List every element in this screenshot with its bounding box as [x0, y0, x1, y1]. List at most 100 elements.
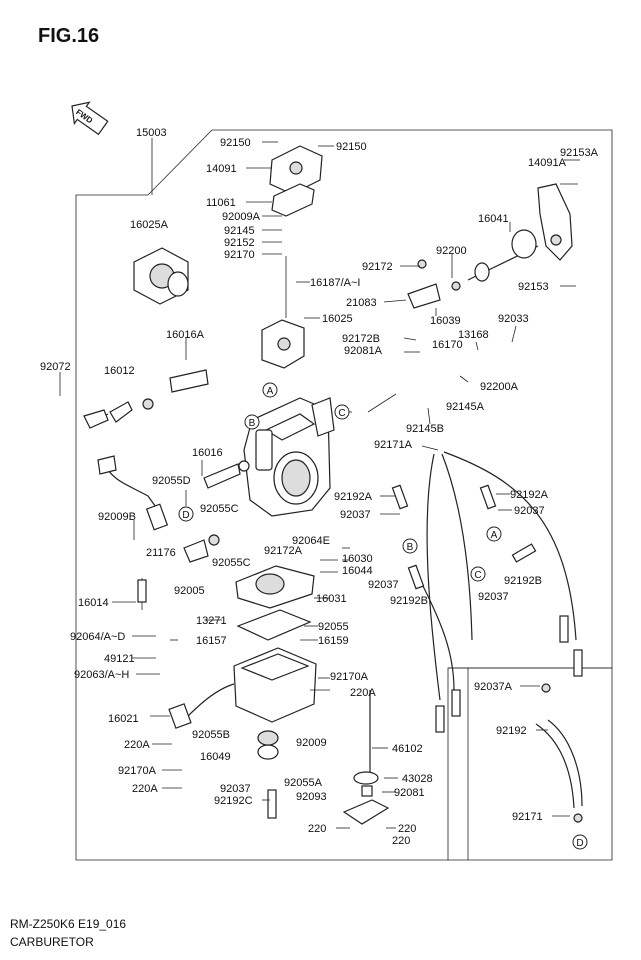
part-label: 16012	[104, 365, 135, 377]
part-label: 92037	[220, 783, 251, 795]
part-label: 16025A	[130, 219, 169, 231]
part-label: 92172B	[342, 333, 380, 345]
part-label: 92145	[224, 225, 255, 237]
model-code: RM-Z250K6 E19_016	[10, 917, 126, 931]
part-label: 92200	[436, 245, 467, 257]
part-label: 92170A	[118, 765, 157, 777]
part-label: 92171A	[374, 439, 413, 451]
svg-text:A: A	[491, 530, 498, 541]
callout-letters: A B C D B A C D	[178, 382, 588, 850]
inset-boundary	[448, 667, 613, 861]
svg-text:B: B	[249, 418, 256, 429]
part-label: 14091A	[528, 157, 567, 169]
part-label: 11061	[206, 197, 236, 209]
top-cap-part	[269, 145, 323, 217]
svg-text:A: A	[267, 386, 274, 397]
part-label: 16170	[432, 339, 463, 351]
part-label: 16025	[322, 313, 353, 325]
part-label: 220A	[350, 687, 376, 699]
part-label: 15003	[136, 127, 167, 139]
part-label: 92055C	[200, 503, 239, 515]
part-label: 16041	[478, 213, 509, 225]
part-label: 92055D	[152, 475, 191, 487]
part-label: 16031	[316, 593, 347, 605]
float-bowl-part	[168, 647, 317, 729]
part-label: 92064E	[292, 535, 330, 547]
part-label: 92081	[394, 787, 425, 799]
part-label: 92081A	[344, 345, 383, 357]
part-label: 16016	[192, 447, 223, 459]
part-label: 13168	[458, 329, 489, 341]
part-label: 220	[308, 823, 326, 835]
part-label: 92170A	[330, 671, 369, 683]
svg-text:D: D	[182, 510, 189, 521]
part-label: 92192	[496, 725, 527, 737]
fitting-part	[183, 534, 220, 563]
callout-c-upper: C	[334, 404, 350, 420]
lever-part	[407, 259, 441, 309]
callout-c-lower: C	[470, 566, 486, 582]
needle-assembly-part	[342, 690, 390, 825]
part-label: 92033	[498, 313, 529, 325]
part-label: 92192C	[214, 795, 253, 807]
carburetor-body	[243, 397, 335, 517]
part-label: 92064/A~D	[70, 631, 125, 643]
part-label: 16159	[318, 635, 349, 647]
part-label: 16030	[342, 553, 373, 565]
part-label: 43028	[402, 773, 433, 785]
part-label: 92009A	[222, 211, 261, 223]
callout-a-upper: A	[262, 382, 278, 398]
part-label: 16014	[78, 597, 109, 609]
throttle-shaft-part	[451, 229, 539, 291]
figure-title: FIG.16	[38, 25, 99, 47]
bowl-gasket-part	[236, 609, 312, 641]
part-label: 220A	[124, 739, 150, 751]
part-label: 13271	[196, 615, 227, 627]
part-label: 92037A	[474, 681, 513, 693]
drain-plug-part	[257, 730, 279, 760]
part-label: 92145A	[446, 401, 485, 413]
part-labels: 15003 92150 92150 14091 11061 92009A 921…	[40, 127, 599, 847]
part-label: 92063/A~H	[74, 669, 129, 681]
part-label: 21083	[346, 297, 377, 309]
inset-hose-part	[535, 683, 583, 823]
part-label: 92145B	[406, 423, 444, 435]
callout-d-upper: D	[178, 506, 194, 522]
svg-text:C: C	[338, 408, 345, 419]
part-label: 92150	[220, 137, 251, 149]
part-label: 92072	[40, 361, 71, 373]
vent-hoses	[267, 451, 583, 819]
choke-parts	[83, 369, 209, 429]
part-label: 92192A	[510, 489, 549, 501]
part-label: 92192A	[334, 491, 373, 503]
part-label: 92009B	[98, 511, 136, 523]
section-name: CARBURETOR	[10, 935, 94, 949]
cable-bracket-part	[537, 183, 573, 261]
svg-text:B: B	[407, 542, 414, 553]
part-label: 16187/A~I	[310, 277, 360, 289]
part-label: 220	[398, 823, 416, 835]
part-label: 92170	[224, 249, 255, 261]
part-label: 92055A	[284, 777, 323, 789]
part-label: 16021	[108, 713, 139, 725]
svg-text:D: D	[576, 838, 583, 849]
part-label: 16049	[200, 751, 231, 763]
part-label: 92055B	[192, 729, 230, 741]
part-label: 92152	[224, 237, 255, 249]
part-label: 220A	[132, 783, 158, 795]
fwd-arrow-icon: FWD	[71, 101, 109, 136]
part-label: 16039	[430, 315, 461, 327]
part-label: 16157	[196, 635, 227, 647]
part-label: 21176	[146, 547, 176, 559]
part-label: 14091	[206, 163, 237, 175]
part-label: 49121	[104, 653, 135, 665]
part-label: 92009	[296, 737, 327, 749]
part-label: 16016A	[166, 329, 205, 341]
part-label: 92037	[340, 509, 371, 521]
part-label: 92171	[512, 811, 543, 823]
part-label: 92093	[296, 791, 327, 803]
part-label: 220	[392, 835, 410, 847]
part-label: 92172A	[264, 545, 303, 557]
callout-b-lower: B	[402, 538, 418, 554]
